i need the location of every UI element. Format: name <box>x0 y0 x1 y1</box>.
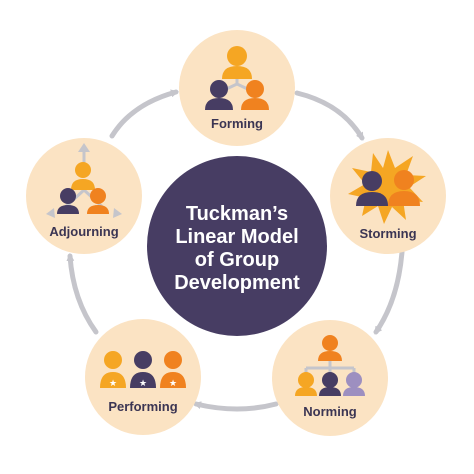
title-line-1: Tuckman’s <box>186 203 288 225</box>
cycle-arrows <box>66 89 405 412</box>
performing-stars-icon: ★ ★ ★ <box>100 351 186 388</box>
stage-label-forming: Forming <box>211 116 263 131</box>
forming-group-icon <box>205 46 269 110</box>
stage-performing: ★ ★ ★ Performing <box>85 319 201 435</box>
stage-norming: Norming <box>272 320 388 436</box>
arrow-adjourning-to-forming <box>109 89 179 139</box>
title-line-3: of Group <box>195 249 279 271</box>
stage-label-norming: Norming <box>303 404 357 419</box>
title-line-2: Linear Model <box>175 226 298 248</box>
star-icon: ★ <box>109 378 117 388</box>
stage-forming: Forming <box>179 30 295 146</box>
star-icon: ★ <box>139 378 147 388</box>
star-icon: ★ <box>169 378 177 388</box>
norming-hierarchy-icon <box>295 335 365 396</box>
arrow-forming-to-storming <box>294 90 365 141</box>
stage-label-performing: Performing <box>108 399 177 414</box>
adjourning-dispersing-icon <box>46 143 122 218</box>
stage-adjourning: Adjourning <box>26 138 142 254</box>
arrow-storming-to-norming <box>373 249 405 335</box>
arrow-performing-to-adjourning <box>66 253 99 335</box>
center-title: Tuckman’s Linear Model of Group Developm… <box>147 156 327 336</box>
title-line-4: Development <box>174 272 300 294</box>
storming-conflict-icon <box>348 150 426 224</box>
stage-storming: Storming <box>330 138 446 254</box>
arrow-norming-to-performing <box>193 401 279 412</box>
stage-label-adjourning: Adjourning <box>49 224 118 239</box>
stage-label-storming: Storming <box>359 226 416 241</box>
